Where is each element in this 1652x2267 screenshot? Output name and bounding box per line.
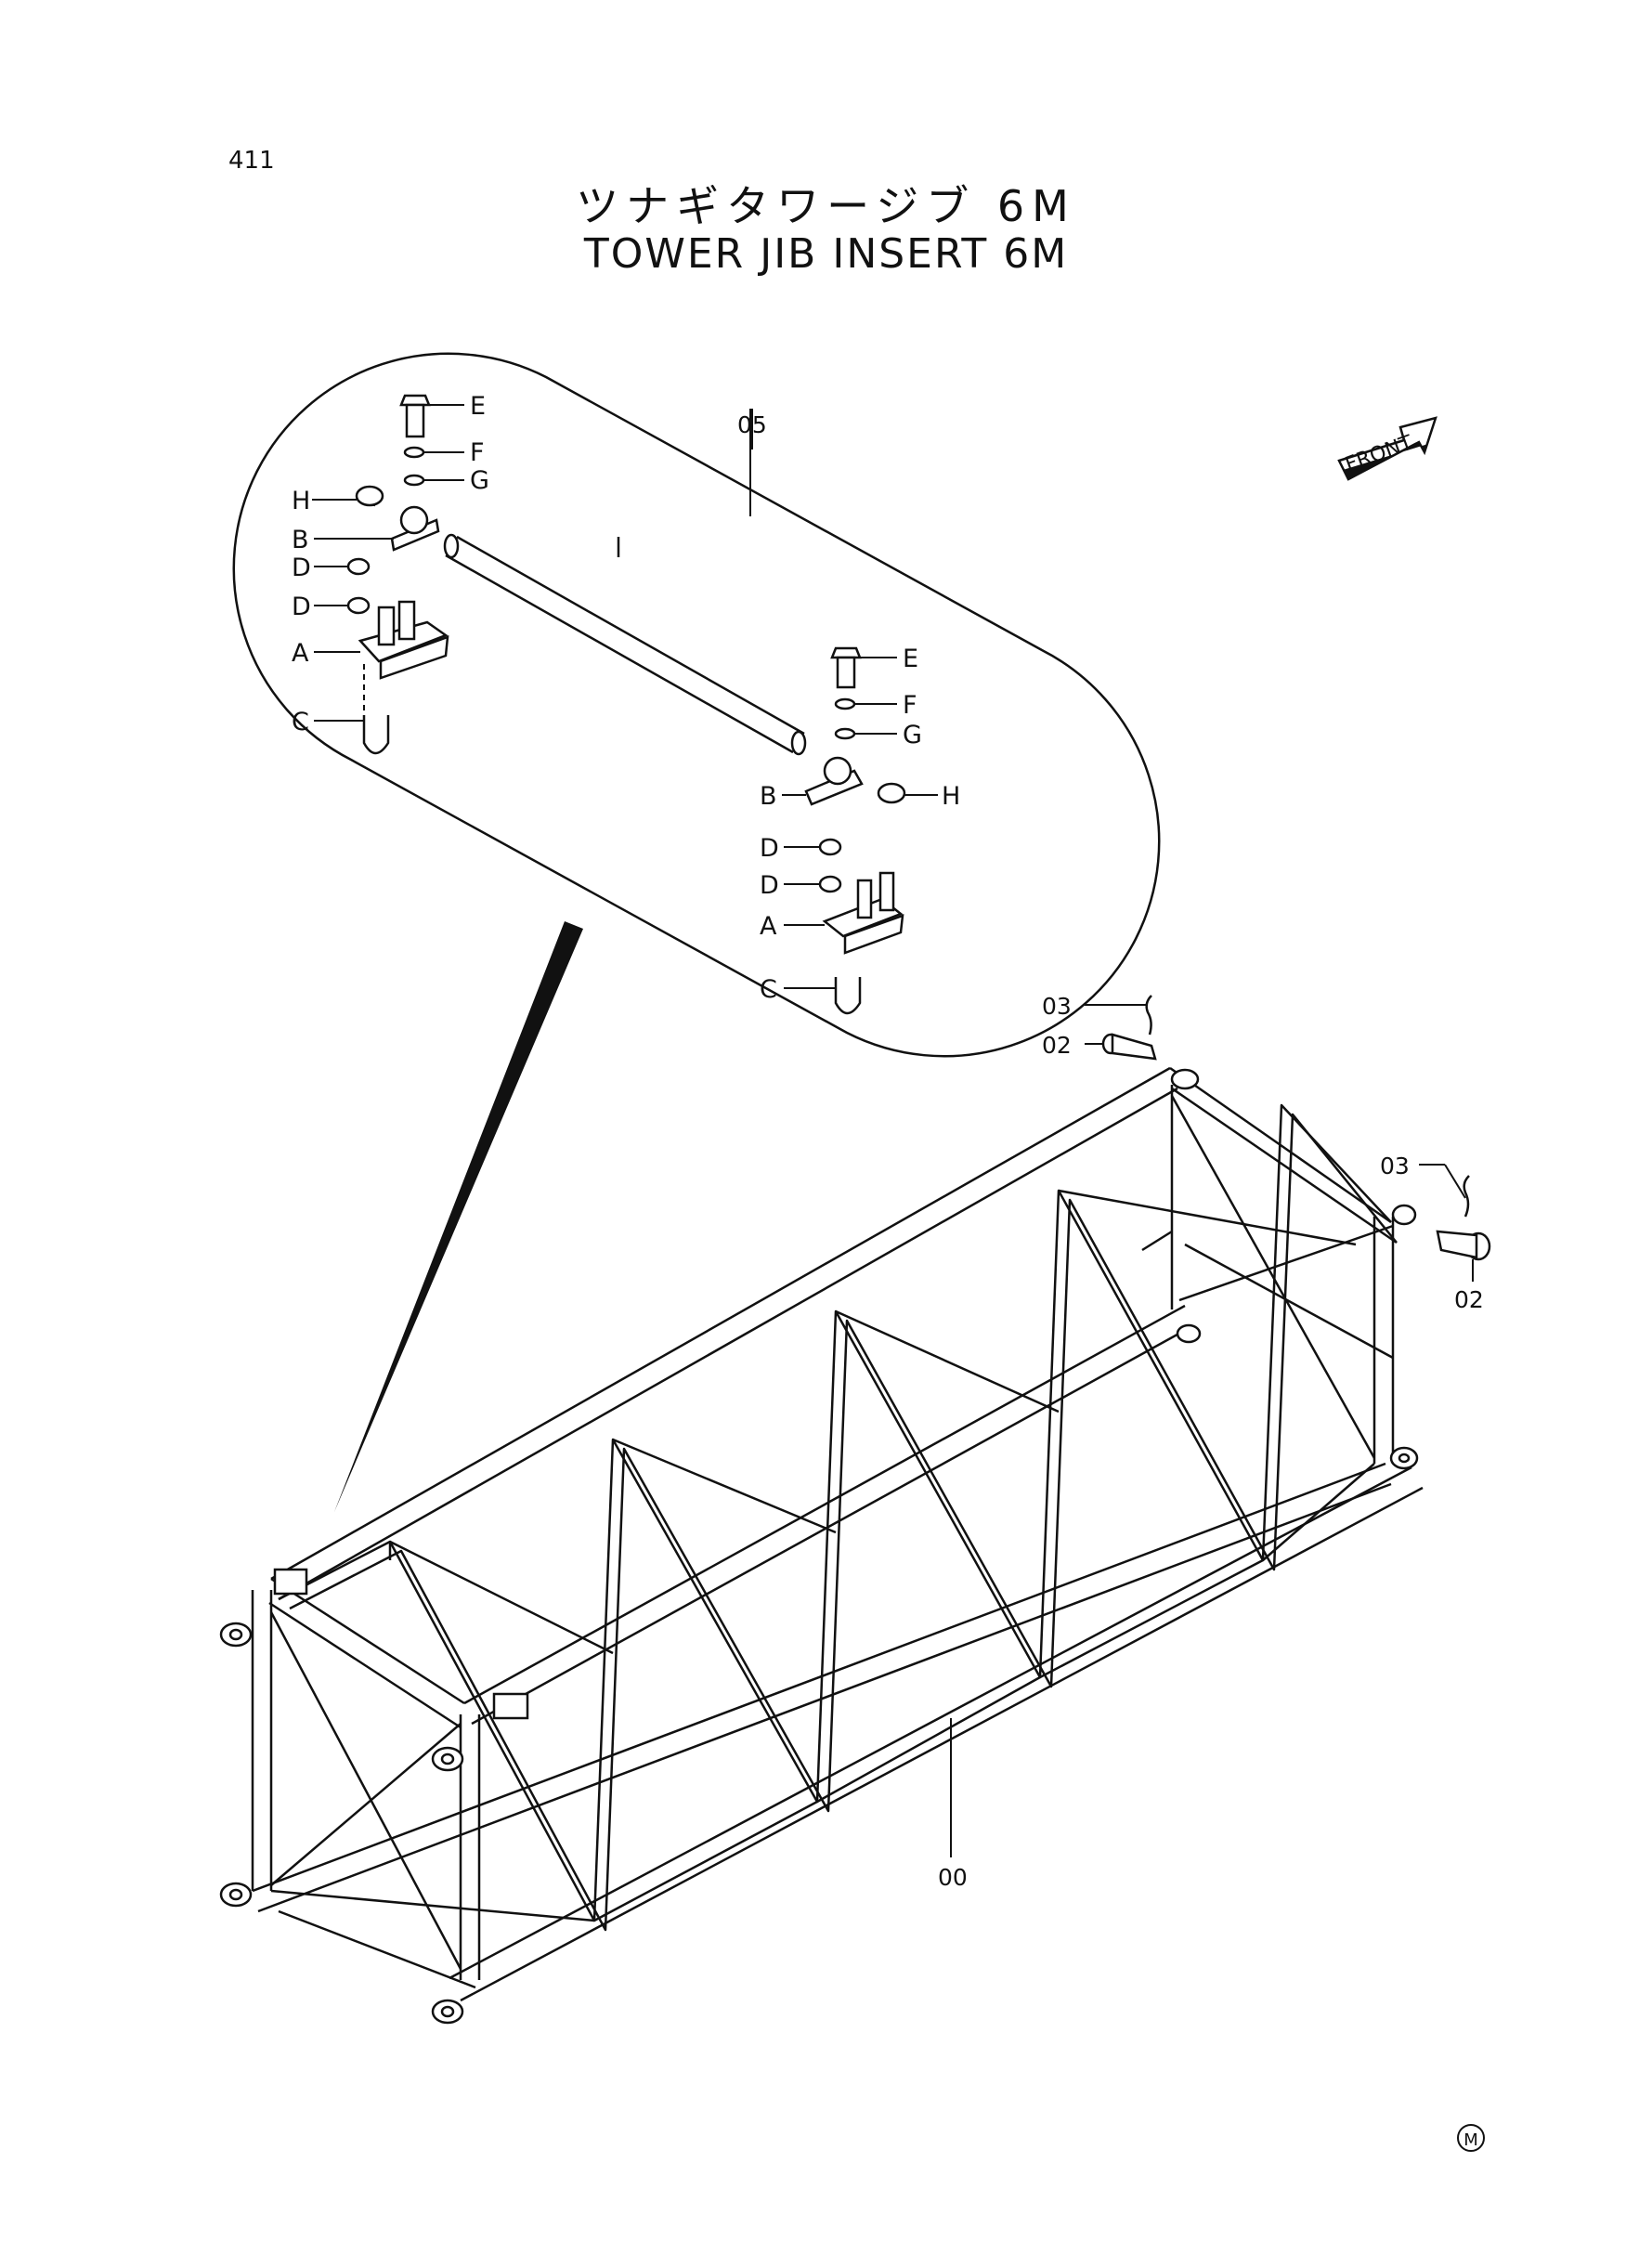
hardware-upper-left [346, 394, 449, 755]
callout-05: 05 [737, 411, 767, 438]
callout-02-right: 02 [1454, 1286, 1484, 1313]
detail-bubble-outline [232, 352, 1161, 1058]
callout-a-2: A [760, 912, 777, 941]
pin-right [1436, 1175, 1491, 1261]
hardware-lower-right [804, 646, 906, 1015]
callout-f-1: F [470, 438, 485, 467]
callout-d-1: D [292, 554, 311, 582]
callout-g-1: G [470, 466, 489, 495]
front-arrow-icon: FRONT [1337, 416, 1437, 481]
callout-c-1: C [292, 708, 309, 736]
callout-03-right: 03 [1380, 1153, 1410, 1179]
mark-letter: M [1463, 2130, 1478, 2150]
callout-d-4: D [760, 871, 779, 900]
frame-lugs [219, 1068, 1419, 2025]
detail-pointer [334, 921, 583, 1512]
shaft-part [443, 533, 807, 756]
callout-d-3: D [760, 834, 779, 863]
front-label: FRONT [1343, 431, 1417, 476]
circled-m-mark: M [1457, 2124, 1485, 2152]
callout-b-2: B [760, 782, 777, 811]
detail-leaders [312, 404, 938, 989]
callout-03-upper: 03 [1042, 993, 1072, 1020]
callout-02-upper: 02 [1042, 1032, 1072, 1059]
page-number: 411 [228, 147, 275, 175]
callout-b-1: B [292, 526, 309, 554]
callout-c-2: C [760, 975, 777, 1004]
callout-e-1: E [470, 392, 486, 421]
title-japanese: ツナギタワージブ 6M [576, 181, 1076, 231]
callout-d-2: D [292, 593, 311, 621]
callout-f-2: F [903, 691, 917, 720]
callout-g-2: G [903, 721, 922, 749]
callout-h-2: H [942, 782, 960, 811]
callout-a-1: A [292, 639, 309, 668]
title-english: TOWER JIB INSERT 6M [583, 230, 1069, 278]
callout-00: 00 [938, 1864, 968, 1891]
callout-e-2: E [903, 645, 918, 673]
pin-leaders [950, 1004, 1474, 1857]
callout-h-1: H [292, 487, 310, 515]
lattice-frame [251, 1066, 1424, 2002]
